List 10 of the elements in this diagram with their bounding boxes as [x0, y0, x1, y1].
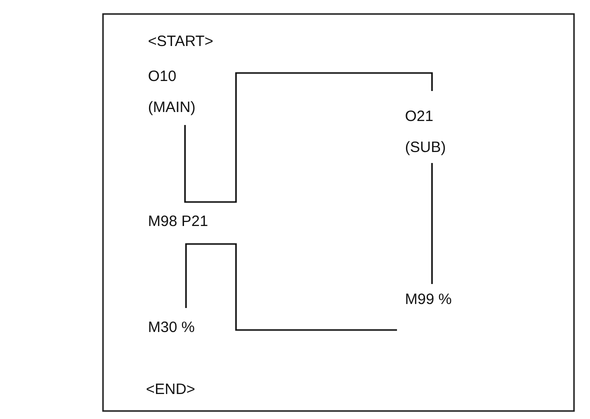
call-label: M98 P21: [148, 212, 208, 232]
flow-line: [184, 72, 433, 203]
start-label: <START>: [148, 32, 214, 52]
program-block-label: O10 (MAIN): [148, 61, 210, 125]
flow-line: [185, 243, 397, 331]
program-block-label: O21 (SUB): [405, 91, 467, 163]
flow-line: [431, 163, 433, 284]
end-label: <END>: [146, 380, 196, 400]
program-block-label: M30 %: [148, 308, 198, 376]
program-block-label: M99 %: [397, 284, 452, 348]
